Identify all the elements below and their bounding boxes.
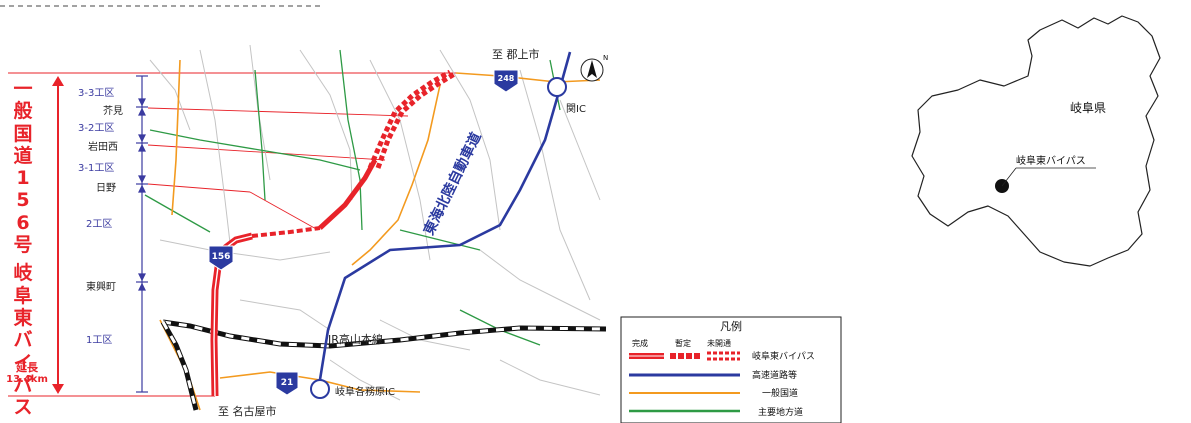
route-title-char: 5 bbox=[16, 189, 30, 212]
route-title-char: ス bbox=[13, 396, 33, 419]
route-title-char: バ bbox=[13, 329, 33, 352]
route-shield-248: 248 bbox=[493, 69, 519, 93]
section-label: 2工区 bbox=[86, 218, 112, 230]
route-shield-21: 21 bbox=[275, 371, 299, 396]
section-label: 3-3工区 bbox=[78, 87, 114, 99]
route-title-char: イ bbox=[13, 351, 33, 374]
route-title-char: 東 bbox=[13, 306, 33, 329]
prefecture-inset: 岐阜東バイパス 岐阜県 bbox=[911, 15, 1161, 267]
bypass-route bbox=[210, 69, 458, 397]
leader-lines bbox=[147, 107, 409, 231]
route-title-char: 岐 bbox=[13, 262, 33, 285]
legend-item: 一般国道 bbox=[762, 387, 798, 399]
north-destination: 至 郡上市 bbox=[492, 47, 540, 61]
route-title-char: 道 bbox=[13, 144, 33, 167]
south-destination: 至 名古屋市 bbox=[218, 404, 277, 418]
north-letter: N bbox=[603, 54, 608, 62]
length-value: 13.4km bbox=[6, 374, 48, 385]
legend-item: 岐阜東バイパス bbox=[752, 350, 815, 362]
prefectural-roads bbox=[144, 49, 561, 346]
route-shield-number: 156 bbox=[212, 252, 231, 262]
seki-ic-marker bbox=[547, 77, 567, 97]
route-title-char: 国 bbox=[13, 122, 33, 145]
kakamigahara-ic-marker bbox=[310, 379, 330, 399]
seki-ic-label: 関IC bbox=[566, 103, 586, 115]
length-bracket bbox=[8, 72, 456, 397]
legend: 凡例 完成 暫定 未開通 岐阜東バイパス 高速道路等 一般国道 主要地方道 bbox=[620, 316, 842, 423]
route-title-char: 一 bbox=[13, 78, 33, 100]
route-shield-number: 21 bbox=[281, 378, 294, 388]
legend-status: 未開通 bbox=[707, 338, 731, 348]
route-title-char: 般 bbox=[13, 100, 33, 123]
national-roads bbox=[159, 59, 601, 411]
section-bracket bbox=[136, 75, 148, 393]
minor-roads bbox=[149, 44, 601, 401]
length-label: 延長 bbox=[16, 361, 38, 374]
place-label: 日野 bbox=[96, 182, 116, 194]
kakamigahara-ic-label: 岐阜各務原IC bbox=[335, 385, 395, 398]
railway-name: JR高山本線 bbox=[327, 332, 383, 346]
route-title-char: 号 bbox=[13, 234, 33, 257]
legend-status: 暫定 bbox=[675, 338, 691, 348]
place-label: 岩田西 bbox=[88, 140, 118, 153]
north-arrow-icon: N bbox=[580, 54, 608, 82]
legend-item: 主要地方道 bbox=[758, 406, 803, 418]
inset-marker-label: 岐阜東バイパス bbox=[1016, 154, 1086, 167]
section-label: 1工区 bbox=[86, 334, 112, 346]
section-label: 3-2工区 bbox=[78, 122, 114, 134]
route-title-char: 6 bbox=[16, 211, 30, 234]
inset-prefecture-label: 岐阜県 bbox=[1070, 101, 1106, 115]
section-label: 3-1工区 bbox=[78, 162, 114, 174]
route-shield-number: 248 bbox=[498, 74, 515, 83]
route-title-char: 阜 bbox=[13, 284, 33, 307]
place-label: 芥見 bbox=[103, 105, 123, 117]
place-label: 東興町 bbox=[86, 280, 116, 293]
route-title-char: パ bbox=[13, 373, 33, 396]
expressway bbox=[316, 51, 572, 393]
expressway-name: 東海北陸自動車道 bbox=[420, 130, 484, 238]
legend-item: 高速道路等 bbox=[752, 369, 797, 381]
railway bbox=[160, 319, 607, 411]
route-shield-156: 156 bbox=[208, 245, 234, 271]
legend-title: 凡例 bbox=[720, 319, 742, 333]
route-title-char: 1 bbox=[16, 167, 30, 190]
legend-status: 完成 bbox=[632, 338, 648, 348]
